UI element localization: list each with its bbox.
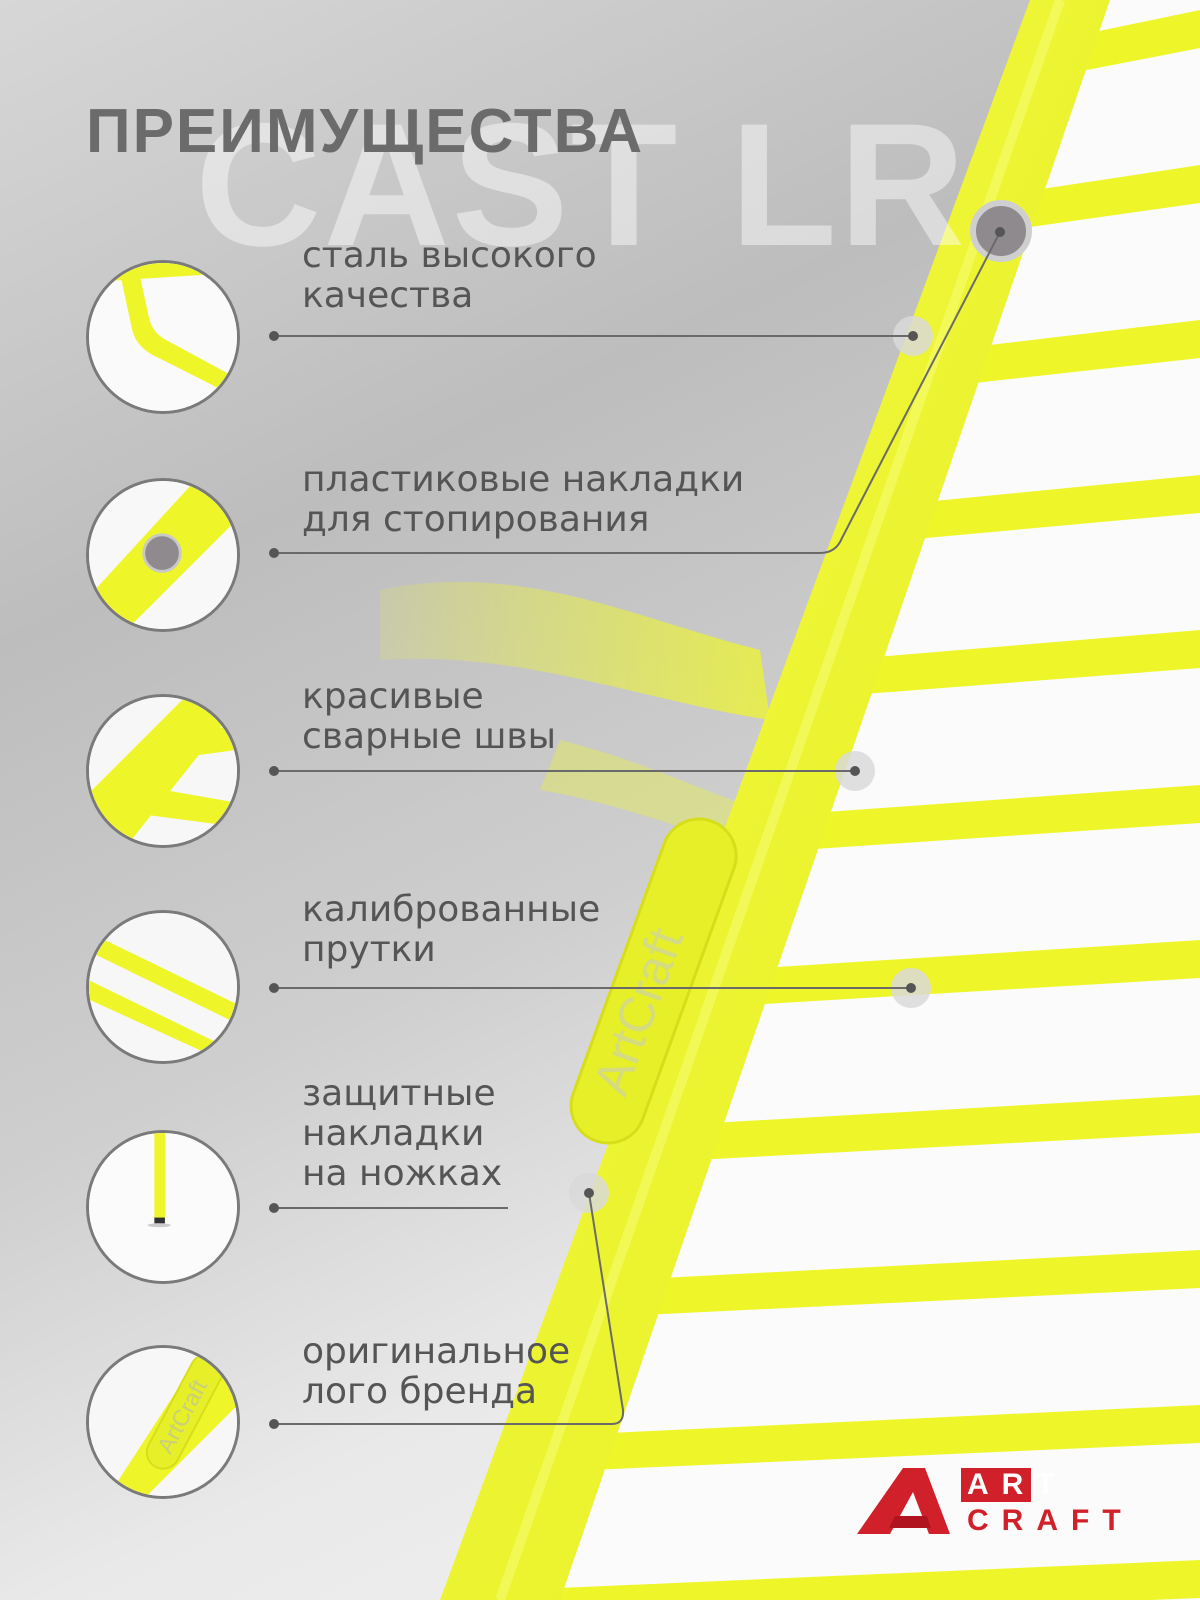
brand-logo-mark-icon (857, 1468, 950, 1534)
chair-slat (513, 1560, 1200, 1600)
page-title: ПРЕИМУЩЕСТВА (86, 97, 645, 166)
brand-word-bottom: CRAFT (967, 1504, 1134, 1537)
thumb-welds (86, 694, 240, 848)
chair-slat (567, 1405, 1200, 1471)
thumb-feet (86, 1130, 240, 1284)
thumb-logo: ArtCraft (86, 1345, 240, 1499)
chair-slat (730, 940, 1200, 1006)
thumb-stoppers (86, 478, 240, 632)
chair-slat (622, 1250, 1200, 1316)
chair-slat (676, 1095, 1200, 1161)
chair-slat (839, 630, 1200, 696)
chair-slat (1001, 165, 1200, 231)
chair-slat (784, 785, 1200, 851)
product-watermark: CAST LR (195, 88, 968, 283)
thumb-steel (86, 260, 240, 414)
brand-logo: ART CRAFT (855, 1466, 1125, 1536)
chair-slat (893, 475, 1200, 541)
chair-slat (1056, 10, 1200, 76)
chair-slat (947, 320, 1200, 386)
thumb-rods (86, 910, 240, 1064)
brand-word-top: ART (967, 1468, 1068, 1501)
